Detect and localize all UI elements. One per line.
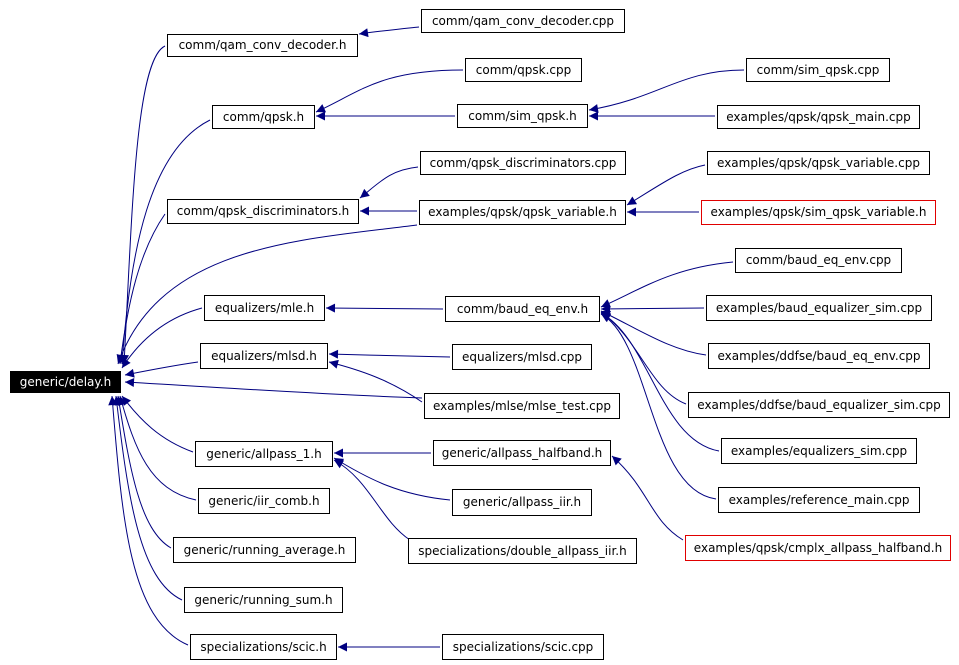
node-comm-qam-conv-decoder-cpp[interactable]: comm/qam_conv_decoder.cpp <box>421 9 625 33</box>
edge-running-average-to-delay <box>114 395 172 549</box>
edge-qpsk-h-to-delay <box>118 119 211 365</box>
node-comm-baud-eq-env-cpp[interactable]: comm/baud_eq_env.cpp <box>735 248 902 273</box>
node-generic-running-average-h[interactable]: generic/running_average.h <box>173 537 356 563</box>
edge-ddfse-sim-to-baud-env-h <box>600 311 687 405</box>
node-comm-qam-conv-decoder-h[interactable]: comm/qam_conv_decoder.h <box>167 34 358 57</box>
edge-qam-cpp-to-qam-h <box>358 26 420 38</box>
edge-running-sum-to-delay <box>112 395 183 601</box>
node-generic-delay-h: generic/delay.h <box>10 371 121 393</box>
edge-var-cpp-to-var-h <box>626 164 706 206</box>
node-generic-allpass-halfband-h[interactable]: generic/allpass_halfband.h <box>433 440 611 466</box>
node-comm-baud-eq-env-h[interactable]: comm/baud_eq_env.h <box>445 296 600 322</box>
edge-mlse-test-to-mlsd-h <box>328 359 423 403</box>
edge-disc-cpp-to-disc-h <box>359 166 419 199</box>
edge-ref-main-to-baud-env-h <box>600 313 717 500</box>
node-comm-qpsk-discriminators-cpp[interactable]: comm/qpsk_discriminators.cpp <box>420 151 626 175</box>
node-examples-ddfse-baud-eq-env-cpp[interactable]: examples/ddfse/baud_eq_env.cpp <box>708 343 930 369</box>
node-generic-allpass-iir-h[interactable]: generic/allpass_iir.h <box>452 489 592 516</box>
edge-eq-sim-to-baud-env-h <box>600 312 720 452</box>
edge-sim-qpsk-cpp-to-sim-qpsk-h <box>588 69 745 113</box>
node-examples-qpsk-qpsk-variable-cpp[interactable]: examples/qpsk/qpsk_variable.cpp <box>707 151 930 175</box>
edge-allpass-iir-to-allpass-1 <box>333 457 451 501</box>
edge-qpsk-cpp-to-qpsk-h <box>315 69 464 113</box>
node-generic-allpass-1-h[interactable]: generic/allpass_1.h <box>195 441 333 467</box>
node-examples-qpsk-qpsk-main-cpp[interactable]: examples/qpsk/qpsk_main.cpp <box>717 105 920 129</box>
edge-allpass-1-to-delay <box>121 395 194 453</box>
node-examples-equalizers-sim-cpp[interactable]: examples/equalizers_sim.cpp <box>721 438 917 464</box>
edge-mlsd-h-to-delay <box>124 361 199 378</box>
node-equalizers-mlsd-cpp[interactable]: equalizers/mlsd.cpp <box>452 344 592 370</box>
edge-mlse-test-to-delay <box>124 378 423 399</box>
edge-baud-env-cpp-to-baud-env-h <box>600 261 734 308</box>
node-generic-running-sum-h[interactable]: generic/running_sum.h <box>184 587 343 613</box>
node-examples-qpsk-qpsk-variable-h[interactable]: examples/qpsk/qpsk_variable.h <box>419 200 626 225</box>
node-examples-reference-main-cpp[interactable]: examples/reference_main.cpp <box>718 487 920 513</box>
edge-baud-eq-sim-to-baud-env-h <box>600 304 705 314</box>
node-equalizers-mlsd-h[interactable]: equalizers/mlsd.h <box>200 343 328 369</box>
node-comm-sim-qpsk-cpp[interactable]: comm/sim_qpsk.cpp <box>746 58 890 82</box>
node-equalizers-mle-h[interactable]: equalizers/mle.h <box>204 295 325 321</box>
node-examples-mlse-mlse-test-cpp[interactable]: examples/mlse/mlse_test.cpp <box>424 393 620 419</box>
node-comm-qpsk-discriminators-h[interactable]: comm/qpsk_discriminators.h <box>167 199 359 224</box>
node-comm-qpsk-cpp[interactable]: comm/qpsk.cpp <box>465 58 582 82</box>
node-specializations-scic-cpp[interactable]: specializations/scic.cpp <box>442 634 604 660</box>
edge-ddfse-env-to-baud-env-h <box>600 310 707 356</box>
node-examples-ddfse-baud-equalizer-sim-cpp[interactable]: examples/ddfse/baud_equalizer_sim.cpp <box>688 392 950 418</box>
edge-iir-comb-to-delay <box>118 395 197 501</box>
node-comm-qpsk-h[interactable]: comm/qpsk.h <box>212 105 315 129</box>
node-specializations-double-allpass-iir-h[interactable]: specializations/double_allpass_iir.h <box>408 538 637 564</box>
edge-qpsk-discriminators-h-to-delay <box>116 213 166 365</box>
node-comm-sim-qpsk-h[interactable]: comm/sim_qpsk.h <box>457 104 588 128</box>
node-examples-qpsk-cmplx-allpass-halfband-h[interactable]: examples/qpsk/cmplx_allpass_halfband.h <box>685 535 951 561</box>
node-examples-baud-equalizer-sim-cpp[interactable]: examples/baud_equalizer_sim.cpp <box>706 295 932 321</box>
edge-baud-env-h-to-mle <box>325 303 444 313</box>
node-generic-iir-comb-h[interactable]: generic/iir_comb.h <box>198 488 330 514</box>
edge-mlsd-cpp-to-mlsd-h <box>328 349 451 359</box>
edge-mle-to-delay <box>121 307 203 369</box>
node-specializations-scic-h[interactable]: specializations/scic.h <box>190 634 337 660</box>
edge-qpsk-variable-h-to-delay <box>116 224 418 365</box>
edge-double-iir-to-allpass-1 <box>333 459 411 541</box>
edge-cmplx-halfband-to-halfband <box>611 455 684 541</box>
node-examples-qpsk-sim-qpsk-variable-h[interactable]: examples/qpsk/sim_qpsk_variable.h <box>701 200 936 225</box>
edge-scic-h-to-delay <box>108 395 189 646</box>
